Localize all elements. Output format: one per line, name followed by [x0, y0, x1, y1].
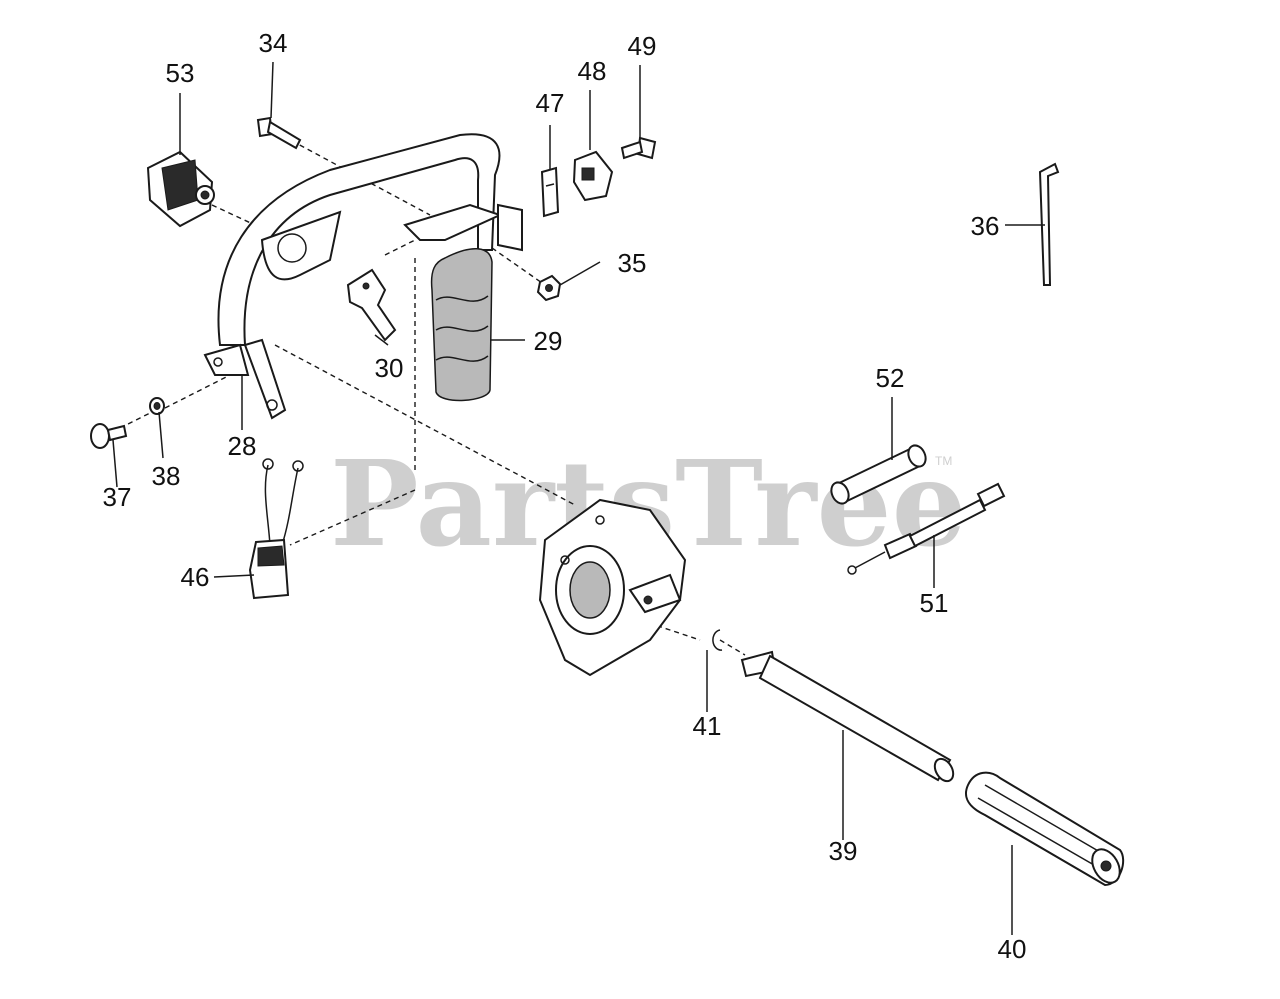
- clip-part[interactable]: [712, 629, 723, 651]
- callout-29[interactable]: 29: [534, 326, 563, 356]
- bracket-48-part[interactable]: [572, 150, 614, 202]
- callout-47[interactable]: 47: [536, 88, 565, 118]
- callout-38[interactable]: 38: [152, 461, 181, 491]
- callout-40[interactable]: 40: [998, 934, 1027, 964]
- callout-41[interactable]: 41: [693, 711, 722, 741]
- handle-bar-part[interactable]: [203, 133, 523, 420]
- callout-30[interactable]: 30: [375, 353, 404, 383]
- trademark-text: TM: [935, 454, 952, 468]
- callout-28[interactable]: 28: [228, 431, 257, 461]
- callout-39[interactable]: 39: [829, 836, 858, 866]
- callout-37[interactable]: 37: [103, 482, 132, 512]
- plate-47-part[interactable]: [540, 166, 560, 218]
- callout-35[interactable]: 35: [618, 248, 647, 278]
- wire-lead-part[interactable]: [248, 458, 304, 600]
- throttle-cable-part[interactable]: [847, 482, 1006, 575]
- rubber-grip-part[interactable]: [965, 771, 1125, 888]
- screw-49-part[interactable]: [620, 136, 657, 160]
- callout-52[interactable]: 52: [876, 363, 905, 393]
- grip-part[interactable]: [430, 247, 493, 402]
- callout-49[interactable]: 49: [628, 31, 657, 61]
- callout-48[interactable]: 48: [578, 56, 607, 86]
- trigger-part[interactable]: [346, 268, 397, 342]
- callout-46[interactable]: 46: [181, 562, 210, 592]
- clutch-housing-part[interactable]: [538, 498, 687, 677]
- washer-38-part[interactable]: [149, 397, 165, 415]
- switch-part[interactable]: [146, 150, 215, 228]
- sleeve-part[interactable]: [828, 443, 929, 507]
- screw-37-part[interactable]: [90, 423, 128, 449]
- tube-part[interactable]: [740, 650, 957, 784]
- callout-labels: 53 34 48 49 47 36 35 29 30 28 38 37 46 5…: [103, 28, 1027, 964]
- nut-35-part[interactable]: [536, 274, 562, 302]
- callout-34[interactable]: 34: [259, 28, 288, 58]
- callout-36[interactable]: 36: [971, 211, 1000, 241]
- leader-lines: [112, 61, 1045, 935]
- callout-51[interactable]: 51: [920, 588, 949, 618]
- cable-tie-part[interactable]: [1038, 162, 1060, 286]
- callout-53[interactable]: 53: [166, 58, 195, 88]
- screw-34-part[interactable]: [256, 116, 302, 150]
